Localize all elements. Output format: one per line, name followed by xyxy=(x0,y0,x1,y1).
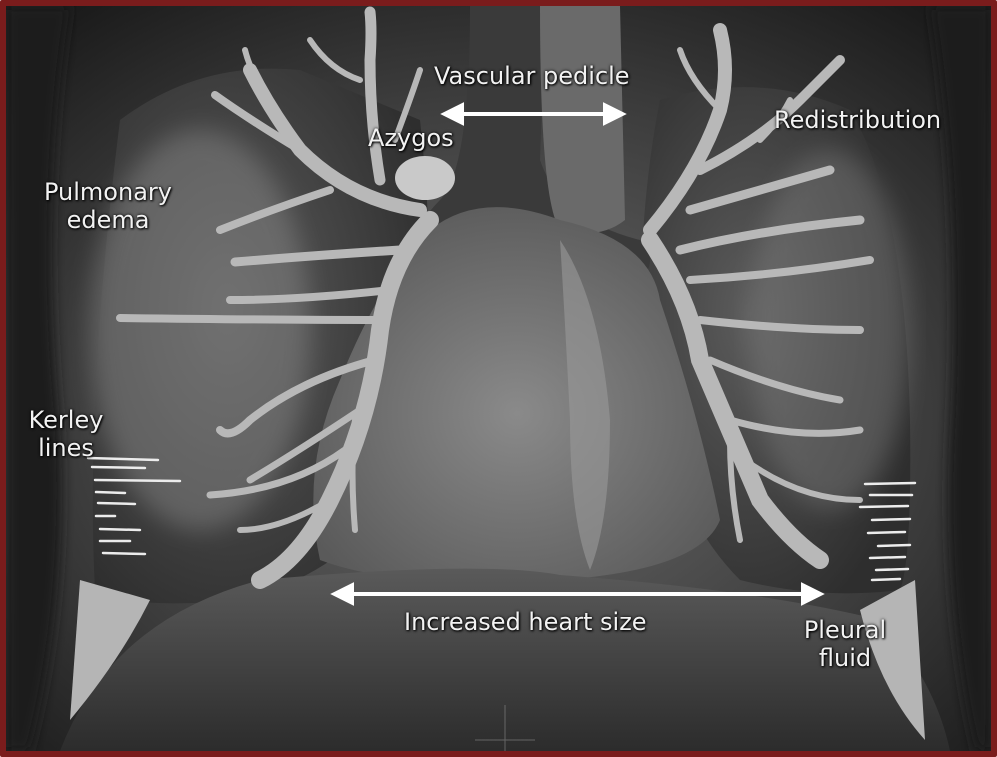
label-pleural-fluid-line2: fluid xyxy=(792,644,898,672)
label-pleural-fluid-line1: Pleural xyxy=(792,616,898,644)
azygos-vein xyxy=(395,156,455,200)
label-pulmonary-edema: Pulmonary edema xyxy=(28,178,188,234)
label-pleural-fluid: Pleural fluid xyxy=(792,616,898,672)
label-redistribution: Redistribution xyxy=(774,106,941,134)
label-pulmonary-edema-line1: Pulmonary xyxy=(28,178,188,206)
label-kerley-lines-line2: lines xyxy=(20,434,112,462)
label-vascular-pedicle: Vascular pedicle xyxy=(434,62,630,90)
label-pulmonary-edema-line2: edema xyxy=(28,206,188,234)
label-increased-heart-size: Increased heart size xyxy=(404,608,647,636)
label-kerley-lines-line1: Kerley xyxy=(20,406,112,434)
label-azygos: Azygos xyxy=(368,124,454,152)
trachea xyxy=(540,6,625,233)
label-kerley-lines: Kerley lines xyxy=(20,406,112,462)
